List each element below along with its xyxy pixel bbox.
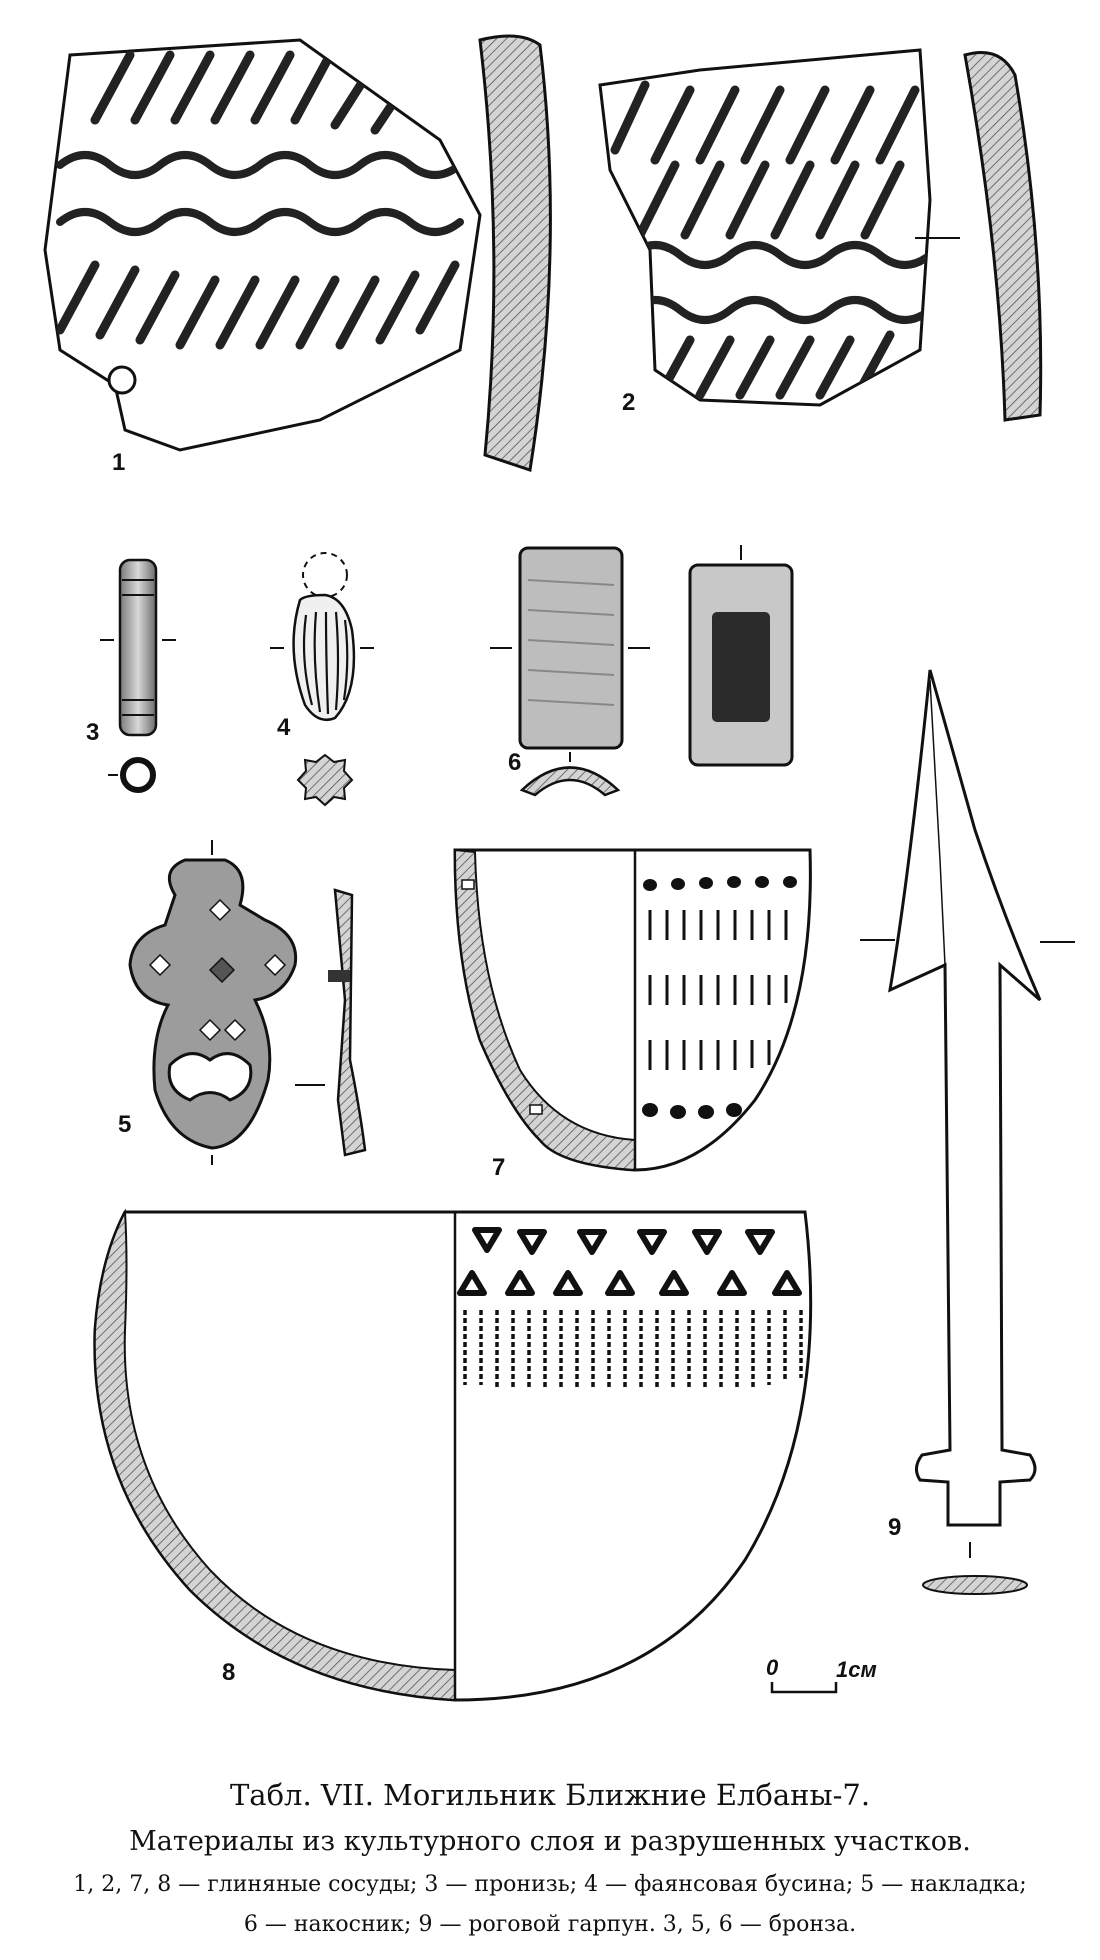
sherd-2-profile bbox=[963, 51, 1043, 422]
scale-one: 1см bbox=[836, 1657, 877, 1682]
label-7: 7 bbox=[492, 1154, 505, 1181]
artifact-plate: 1 2 3 bbox=[43, 34, 1075, 1702]
scale-bar: 0 1см bbox=[766, 1655, 877, 1694]
label-5: 5 bbox=[118, 1111, 131, 1138]
label-8: 8 bbox=[222, 1659, 235, 1686]
bronze-plaque bbox=[128, 840, 367, 1165]
label-3: 3 bbox=[86, 719, 99, 746]
label-1: 1 bbox=[112, 449, 125, 476]
caption-legend-line1: 1, 2, 7, 8 — глиняные сосуды; 3 — прониз… bbox=[73, 1872, 1027, 1897]
scale-zero: 0 bbox=[766, 1655, 779, 1680]
caption-legend-line2: 6 — накосник; 9 — роговой гарпун. 3, 5, … bbox=[243, 1912, 857, 1937]
tubular-bead bbox=[100, 558, 176, 793]
label-9: 9 bbox=[888, 1514, 901, 1541]
label-2: 2 bbox=[622, 389, 635, 416]
caption-subtitle: Материалы из культурного слоя и разрушен… bbox=[129, 1826, 971, 1857]
faience-bead bbox=[270, 552, 374, 807]
label-4: 4 bbox=[277, 714, 291, 741]
caption-title: Табл. VII. Могильник Ближние Елбаны-7. bbox=[229, 1778, 871, 1812]
sherd-2 bbox=[598, 48, 932, 407]
label-6: 6 bbox=[508, 749, 521, 776]
clay-vessel-8 bbox=[93, 1208, 813, 1702]
hair-ornament bbox=[490, 545, 794, 797]
antler-harpoon bbox=[860, 669, 1075, 1595]
clay-vessel-7 bbox=[453, 848, 812, 1172]
sherd-1 bbox=[43, 38, 482, 452]
sherd-1-profile bbox=[478, 34, 552, 472]
